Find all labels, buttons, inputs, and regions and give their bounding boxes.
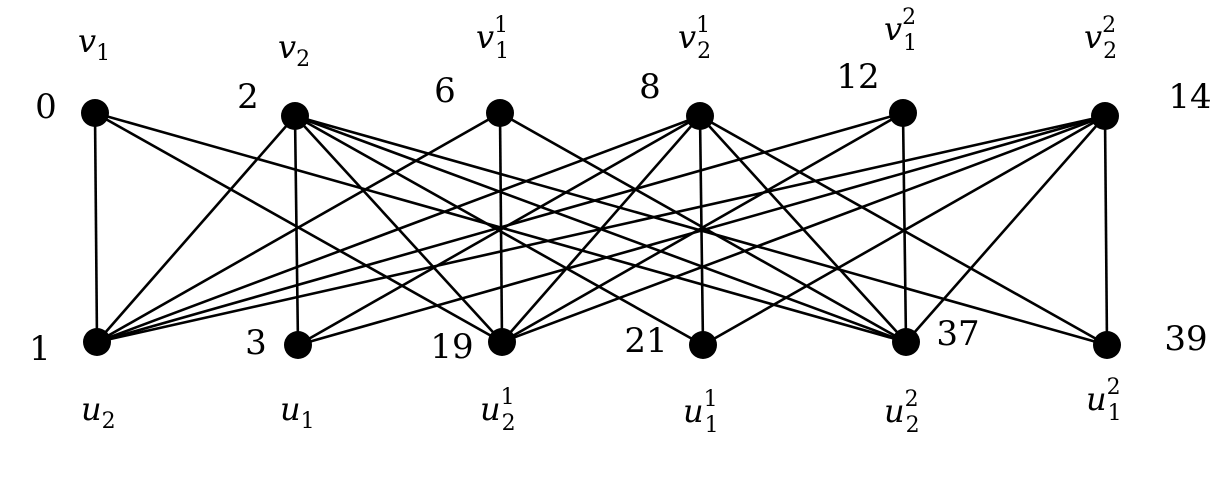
node-name-sup: 1 — [704, 387, 718, 412]
node-v2 — [281, 102, 309, 130]
node-name-sub: 1 — [903, 31, 917, 56]
node-name-base: u — [1086, 380, 1107, 418]
node-number-label: 39 — [1164, 319, 1207, 359]
node-number-label: 0 — [35, 87, 57, 127]
node-name-sub: 2 — [502, 411, 516, 436]
node-number-label: 37 — [936, 314, 979, 354]
node-name-sub: 2 — [102, 409, 116, 434]
edge-v12-u22 — [901, 112, 908, 343]
node-v11 — [486, 99, 514, 127]
node-number-label: 19 — [430, 327, 473, 367]
node-name-sup: 2 — [905, 387, 919, 412]
node-name-base: u — [683, 392, 704, 430]
node-v21 — [686, 102, 714, 130]
node-name-sup: 1 — [494, 13, 508, 38]
edge-v21-u2 — [96, 114, 701, 344]
node-number-label: 14 — [1168, 77, 1211, 117]
node-number-label: 2 — [237, 77, 259, 117]
node-number-label: 21 — [624, 321, 667, 361]
node-u1 — [284, 331, 312, 359]
node-v1 — [81, 99, 109, 127]
node-name-base: v — [78, 22, 96, 60]
node-number-label: 3 — [245, 323, 267, 363]
node-name-label: v2 — [278, 28, 310, 72]
node-name-sub: 2 — [906, 413, 920, 438]
node-name-sub: 1 — [705, 413, 719, 438]
node-name-sub: 2 — [296, 47, 310, 72]
node-name-base: u — [480, 390, 501, 428]
node-u12 — [1093, 331, 1121, 359]
edge-v12-u2 — [96, 111, 904, 344]
node-u2 — [83, 328, 111, 356]
edge-v12-u21 — [501, 111, 904, 344]
node-v22 — [1091, 102, 1119, 130]
node-name-sup: 2 — [1102, 13, 1116, 38]
node-name-base: u — [884, 392, 905, 430]
edge-v1-u2 — [93, 112, 99, 343]
node-name-label: u2 — [81, 390, 116, 434]
edge-v22-u1 — [297, 114, 1106, 347]
node-name-base: u — [280, 390, 301, 428]
node-v12 — [889, 99, 917, 127]
edge-v22-u21 — [501, 114, 1106, 344]
node-u21 — [488, 328, 516, 356]
edge-v22-u22 — [905, 115, 1106, 343]
node-name-sub: 1 — [1108, 401, 1122, 426]
edge-v2-u2 — [96, 115, 296, 343]
node-number-label: 6 — [434, 71, 456, 111]
node-name-sup: 2 — [1107, 375, 1121, 400]
edge-v21-u1 — [297, 114, 701, 347]
node-name-base: v — [278, 28, 296, 66]
node-number-label: 8 — [639, 67, 661, 107]
edge-v22-u11 — [702, 114, 1106, 347]
node-name-sup: 2 — [902, 5, 916, 30]
edge-v22-u2 — [96, 114, 1106, 344]
node-u11 — [689, 331, 717, 359]
node-name-sub: 2 — [1103, 39, 1117, 64]
node-name-sup: 1 — [501, 385, 515, 410]
node-name-base: v — [1084, 18, 1102, 56]
node-number-label: 1 — [29, 329, 51, 369]
node-name-label: v1 — [78, 22, 110, 66]
node-name-base: v — [476, 18, 494, 56]
node-name-sub: 2 — [697, 39, 711, 64]
edge-v11-u2 — [96, 111, 501, 344]
node-name-base: v — [678, 18, 696, 56]
node-name-sup: 1 — [696, 13, 710, 38]
node-name-sub: 1 — [301, 409, 315, 434]
node-name-label: u1 — [280, 390, 315, 434]
edge-v22-u12 — [1103, 115, 1109, 346]
node-u22 — [892, 328, 920, 356]
node-name-sub: 1 — [495, 39, 509, 64]
edge-v2-u1 — [293, 115, 300, 346]
node-number-label: 12 — [836, 57, 879, 97]
node-name-sub: 1 — [96, 41, 110, 66]
node-name-base: v — [884, 10, 902, 48]
node-name-base: u — [81, 390, 102, 428]
